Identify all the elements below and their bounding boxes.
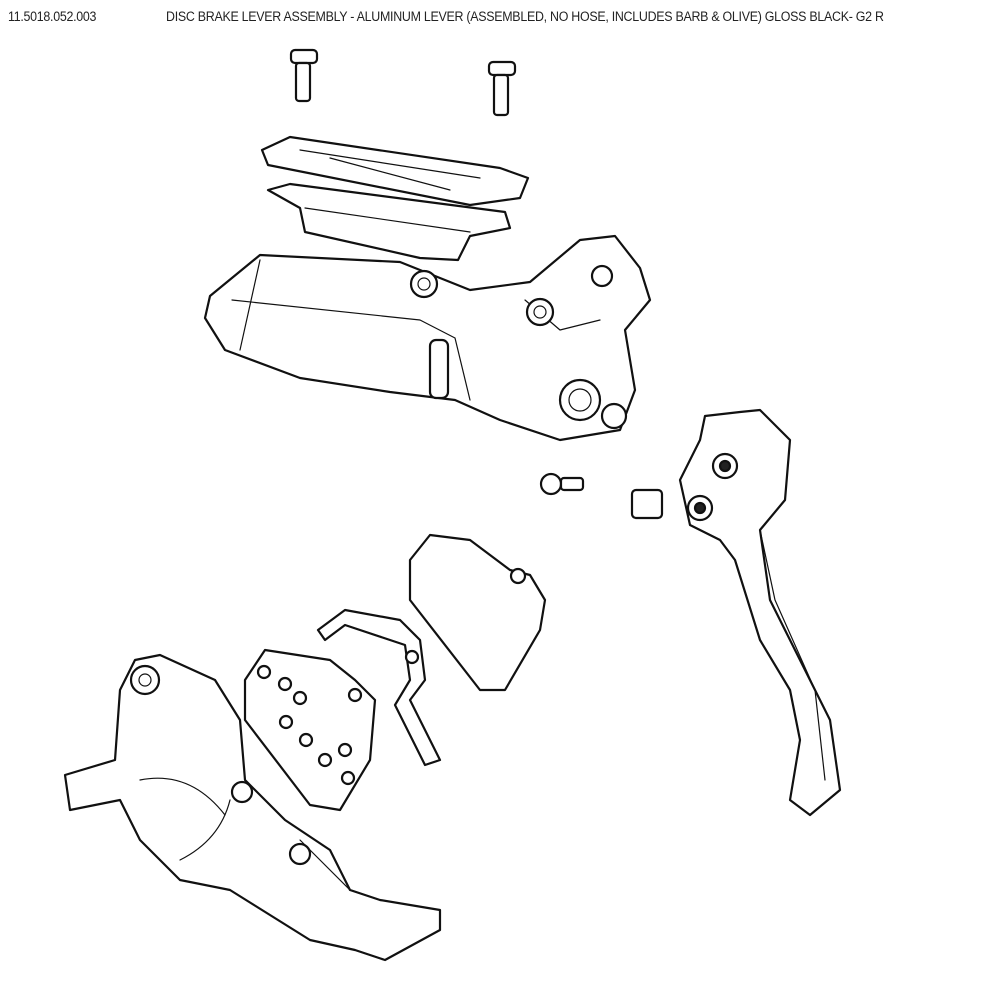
part-description: DISC BRAKE LEVER ASSEMBLY - ALUMINUM LEV…	[166, 9, 884, 24]
reservoir-screw-right	[487, 60, 517, 117]
brake-lever-blade	[630, 408, 842, 817]
reservoir-cover	[260, 135, 530, 207]
reservoir-bladder	[266, 182, 512, 262]
brake-pad-rear	[243, 648, 377, 812]
brake-pad-front	[408, 533, 547, 692]
pad-spring	[316, 608, 442, 767]
lever-body	[203, 234, 652, 442]
pivot-screw	[539, 472, 585, 496]
caliper	[63, 653, 442, 962]
part-number: 11.5018.052.003	[8, 9, 97, 24]
reservoir-screw-left	[289, 48, 319, 103]
